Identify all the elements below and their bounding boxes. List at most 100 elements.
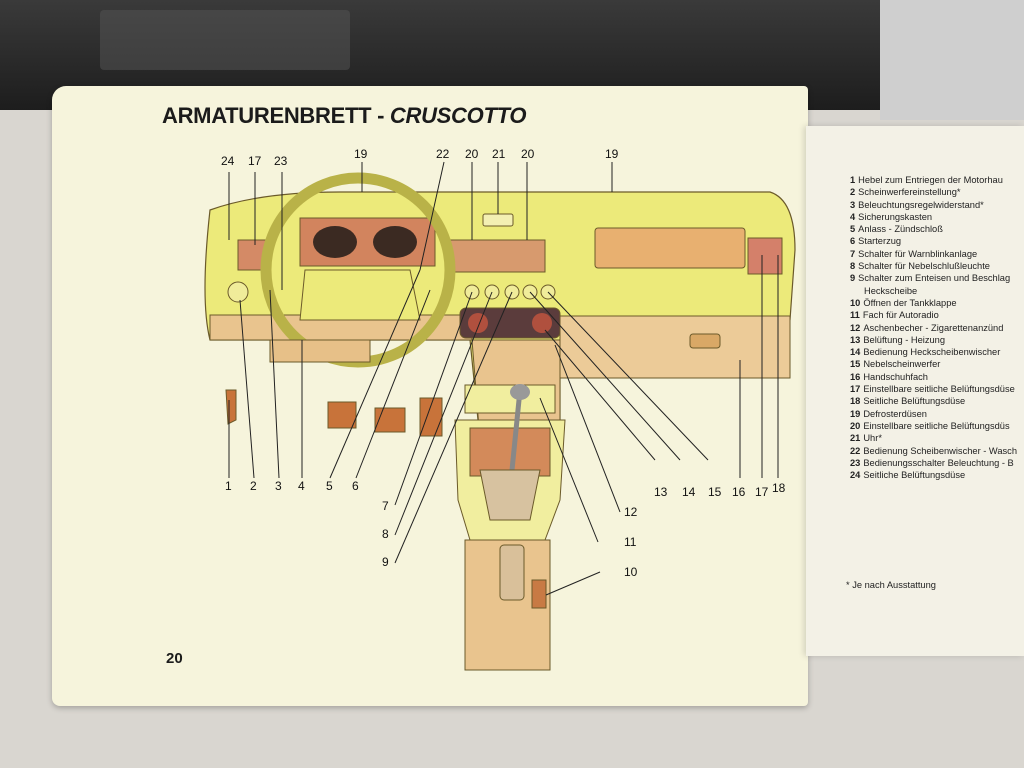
legend-text: Scheinwerfereinstellung*	[858, 187, 961, 198]
binder-strap	[100, 10, 350, 70]
callout-label: 15	[708, 485, 722, 499]
callout-label: 14	[682, 485, 696, 499]
callout-label: 1	[225, 479, 232, 493]
legend-text: Beleuchtungsregelwiderstand*	[858, 199, 984, 210]
handbrake	[499, 544, 525, 601]
legend-number: 9	[850, 273, 856, 284]
legend-text: Schalter für Warnblinkanlage	[858, 248, 978, 259]
callout-label: 22	[436, 147, 450, 161]
gear-lever	[509, 389, 523, 471]
callout-label: 8	[382, 527, 389, 541]
legend-number: 12	[850, 322, 861, 333]
callout-label: 5	[326, 479, 333, 493]
callout-label: 3	[275, 479, 282, 493]
legend-number: 19	[850, 408, 861, 419]
legend-text: Nebelscheinwerfer	[863, 359, 941, 370]
legend-number: 23	[850, 457, 861, 468]
top-vent-right	[594, 227, 746, 269]
legend-text: Handschuhfach	[863, 371, 928, 382]
callout-label: 24	[221, 154, 235, 168]
gear-boot	[479, 469, 541, 521]
callout-label: 21	[492, 147, 506, 161]
callout-label: 4	[298, 479, 305, 493]
callout-label: 6	[352, 479, 359, 493]
fuel-flap-lever	[531, 579, 547, 609]
gear-knob	[510, 384, 530, 400]
legend-number: 17	[850, 384, 861, 395]
legend-text: Seitliche Belüftungsdüse	[863, 396, 966, 407]
speedometer	[313, 226, 357, 258]
bonnet-release	[225, 389, 237, 425]
callout-label: 20	[465, 147, 479, 161]
dashboard-diagram: 24 17 23 19 22 20 21 20 19 1 2 3 4 5 6 1…	[204, 147, 796, 671]
callout-label: 17	[755, 485, 769, 499]
legend-number: 8	[850, 261, 856, 272]
legend-number: 7	[850, 248, 856, 259]
callout-label: 2	[250, 479, 257, 493]
callout-label: 19	[354, 147, 368, 161]
legend-number: 11	[850, 310, 860, 321]
legend-number: 18	[850, 396, 861, 407]
leader-lines	[228, 161, 779, 596]
legend-number: 14	[850, 347, 861, 358]
legend-text: Öffnen der Tankklappe	[863, 297, 957, 308]
legend-number: 1	[850, 175, 856, 185]
legend-text: Sicherungskasten	[858, 211, 933, 222]
callout-label: 18	[772, 481, 786, 495]
legend-number: 22	[850, 445, 861, 456]
callout-label: 23	[274, 154, 288, 168]
legend-number: 5	[850, 224, 856, 235]
handbrake-tunnel	[464, 539, 551, 671]
legend-text: Starterzug	[858, 236, 902, 247]
title-main: ARMATURENBRETT -	[162, 103, 390, 128]
legend-text: Bedienung Scheibenwischer - Wasch	[863, 445, 1017, 456]
legend-number: 15	[850, 359, 861, 370]
legend-text: Anlass - Zündschloß	[858, 224, 943, 235]
fan-knob	[468, 313, 488, 333]
legend-number: 3	[850, 199, 856, 210]
footnote: * Je nach Ausstattung	[846, 580, 936, 590]
callout-label: 9	[382, 555, 389, 569]
legend-text: Defrosterdüsen	[863, 408, 927, 419]
legend-number: 24	[850, 470, 861, 481]
callout-label: 17	[248, 154, 262, 168]
legend-text: Bedienung Heckscheibenwischer	[863, 347, 1001, 358]
legend-number: 4	[850, 211, 856, 222]
legend-text: Aschenbecher - Zigarettenanzünd	[863, 322, 1004, 333]
callout-label: 10	[624, 565, 638, 579]
legend-item-continuation: Heckscheibe	[864, 285, 918, 296]
callout-label: 20	[521, 147, 535, 161]
climate-panel	[459, 307, 561, 339]
legend-number: 6	[850, 236, 856, 247]
glovebox-handle	[689, 333, 721, 349]
legend-text: Uhr*	[863, 433, 882, 444]
callout-label: 11	[624, 535, 637, 549]
legend-text: Fach für Autoradio	[862, 310, 939, 321]
legend-text: Schalter für Nebelschlußleuchte	[858, 261, 990, 272]
legend-number: 16	[850, 371, 861, 382]
tachometer	[373, 226, 417, 258]
accelerator-pedal	[419, 397, 443, 437]
legend-text: Belüftung - Heizung	[863, 334, 946, 345]
